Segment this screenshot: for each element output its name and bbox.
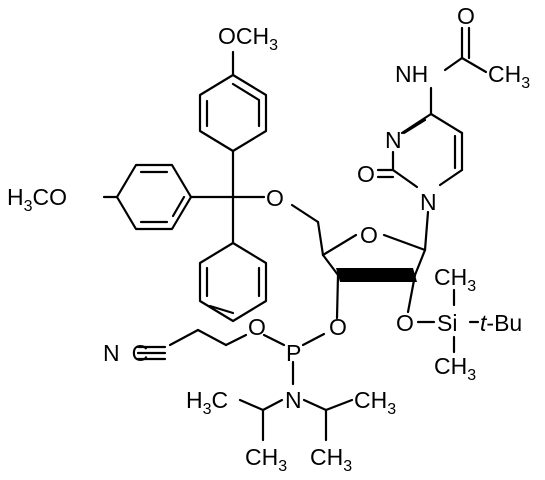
label-ether-oxygen: O: [266, 185, 284, 211]
label-acyl-oxygen: O: [457, 3, 475, 29]
label-phosphorus: P: [286, 340, 301, 366]
label-tert-butyl: t-Bu: [480, 310, 522, 336]
label-carbonyl-oxygen: O: [357, 161, 375, 187]
top-anisyl-ring: [198, 50, 268, 199]
label-si-methyl-top: CH3: [434, 264, 476, 295]
label-acyl-methyl: CH3: [488, 61, 530, 92]
label-ome-top: OCH3: [218, 23, 278, 54]
bond-lines: [102, 26, 488, 442]
left-anisyl-ring: [102, 163, 235, 231]
label-3prime-oxygen: O: [329, 314, 347, 340]
label-amine-nitrogen: N: [285, 387, 302, 413]
label-h3c-left: H3C: [186, 387, 228, 418]
label-furanose-oxygen: O: [360, 222, 378, 248]
furanose-ring: [321, 233, 427, 282]
label-2prime-oxygen: O: [396, 310, 414, 336]
phenyl-ring: [198, 195, 268, 323]
label-p-oxygen: O: [248, 314, 266, 340]
label-ch3-bottom-right: CH3: [310, 444, 352, 475]
label-ome-left: H3CO: [7, 184, 67, 215]
label-ch3-right: CH3: [354, 387, 396, 418]
label-si-methyl-bottom: CH3: [434, 353, 476, 384]
label-ring-n3: N: [385, 127, 402, 153]
pyrimidine-ring: [376, 112, 464, 189]
label-silicon: Si: [437, 310, 457, 336]
atom-labels: OCH3 H3CO O NH CH3 N O N O O O O P O Si …: [7, 3, 530, 475]
label-ring-n1: N: [420, 189, 437, 215]
label-amide-nh: NH: [395, 61, 428, 87]
label-ch3-bottom-left: CH3: [245, 444, 287, 475]
